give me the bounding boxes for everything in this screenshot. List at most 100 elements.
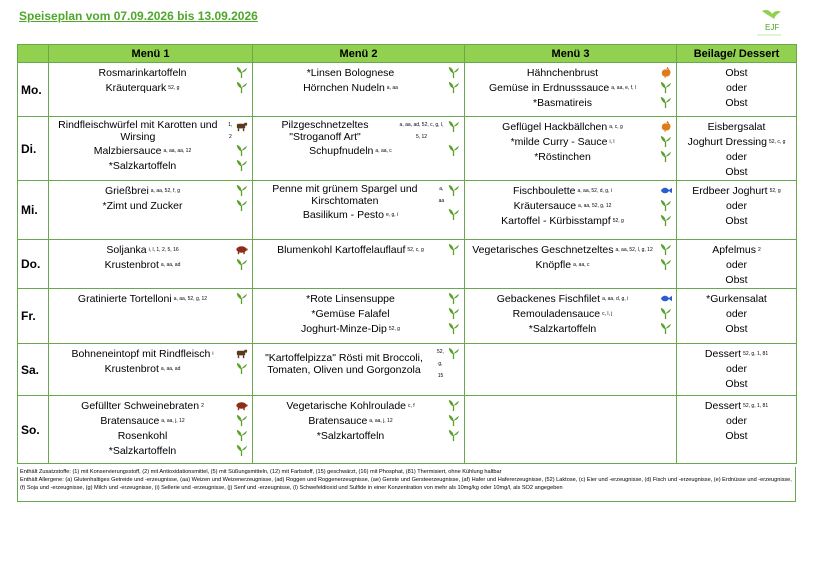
allergen-codes: i xyxy=(212,350,214,357)
dish-line: *Salzkartoffeln xyxy=(51,158,250,173)
vegetarian-leaf-icon xyxy=(660,150,672,163)
dish-name: Gemüse in Erdnusssauce xyxy=(489,81,610,94)
allergen-codes: a, aa, d, g, i xyxy=(602,295,629,302)
side-line: oder xyxy=(679,306,794,321)
menu-cell-m3 xyxy=(464,395,677,464)
dish-name: Pilzgeschnetzeltes "Stroganoff Art" xyxy=(281,119,369,143)
dish-line: "Kartoffelpizza" Rösti mit Broccoli, Tom… xyxy=(255,346,462,382)
allergen-codes: a, aa, ad xyxy=(160,261,181,268)
dish-name: *Linsen Bolognese xyxy=(306,66,395,79)
vegetarian-leaf-icon xyxy=(448,347,460,360)
side-line: Obst xyxy=(679,65,794,80)
dish-line: Rosmarinkartoffeln xyxy=(51,65,250,80)
menu-cell-m1: Rindfleischwürfel mit Karotten und Wirsi… xyxy=(48,116,253,181)
pork-pig-icon xyxy=(236,402,248,411)
vegetarian-leaf-icon xyxy=(660,199,672,212)
chicken-icon xyxy=(661,120,671,133)
dish-name: Krustenbrot xyxy=(104,258,159,271)
side-name: Joghurt Dressing xyxy=(687,135,767,148)
menu-cell-m3 xyxy=(464,343,677,396)
allergen-codes: a, c, g xyxy=(609,123,623,130)
dish-name: Kräuterquark xyxy=(105,81,167,94)
dish-name: *milde Curry - Sauce xyxy=(510,135,608,148)
dish-line: Pilzgeschnetzeltes "Stroganoff Art"a, aa… xyxy=(255,119,462,143)
side-name: Eisbergsalat xyxy=(707,120,766,133)
dish-name: Penne mit grünem Spargel und Kirschtomat… xyxy=(272,183,418,207)
dish-name: *Basmatireis xyxy=(533,96,592,109)
dish-name: Gefüllter Schweinebraten xyxy=(81,399,200,412)
allergen-codes: a, aa, ad xyxy=(160,365,181,372)
vegetarian-leaf-icon xyxy=(236,444,248,457)
dish-name: Kartoffel - Kürbisstampf xyxy=(501,214,611,227)
dish-name: Kräutersauce xyxy=(513,199,577,212)
dish-name: Rosmarinkartoffeln xyxy=(98,66,187,79)
dish-line: *Rote Linsensuppe xyxy=(255,291,462,306)
dish-name: Bohneneintopf mit Rindfleisch xyxy=(71,347,211,360)
side-line: oder xyxy=(679,257,794,272)
header-side: Beilage/ Dessert xyxy=(676,44,797,63)
dish-name: *Salzkartoffeln xyxy=(528,322,597,335)
dish-line: Rindfleischwürfel mit Karotten und Wirsi… xyxy=(51,119,250,143)
beef-cow-icon xyxy=(236,349,248,359)
menu-table: Menü 1 Menü 2 Menü 3 Beilage/ Dessert Mo… xyxy=(17,44,797,464)
side-line: oder xyxy=(679,149,794,164)
menu-cell-m2: "Kartoffelpizza" Rösti mit Broccoli, Tom… xyxy=(252,343,465,396)
vegetarian-leaf-icon xyxy=(236,292,248,305)
side-name: Dessert xyxy=(704,399,742,412)
allergen-codes: a, aa, 52, g, 12 xyxy=(173,295,208,302)
side-name: Obst xyxy=(725,214,748,227)
dish-line: Penne mit grünem Spargel und Kirschtomat… xyxy=(255,183,462,207)
allergen-codes: a, aa, c xyxy=(573,261,590,268)
menu-cell-m2: Pilzgeschnetzeltes "Stroganoff Art"a, aa… xyxy=(252,116,465,181)
day-label: Do. xyxy=(17,239,49,289)
vegetarian-leaf-icon xyxy=(448,322,460,335)
vegetarian-leaf-icon xyxy=(660,135,672,148)
side-name: Obst xyxy=(725,96,748,109)
vegetarian-leaf-icon xyxy=(448,429,460,442)
side-name: Obst xyxy=(725,377,748,390)
allergen-codes: 52, g, 15 xyxy=(437,349,444,379)
dish-line: *Röstinchen xyxy=(467,149,674,164)
side-name: Obst xyxy=(725,66,748,79)
dish-line: *Gemüse Falafel xyxy=(255,306,462,321)
allergen-codes: 52, g xyxy=(168,84,180,91)
dish-name: *Salzkartoffeln xyxy=(108,444,177,457)
logo-text: EJF xyxy=(765,23,779,32)
side-line: oder xyxy=(679,413,794,428)
allergen-codes: 52, c, g xyxy=(768,138,786,145)
footnote-additives: Enthält Zusatzstoffe: (1) mit Konservier… xyxy=(20,469,502,475)
dish-name: Bratensauce xyxy=(308,414,368,427)
allergen-codes: 52, c, g xyxy=(407,246,424,253)
dish-name: *Rote Linsensuppe xyxy=(306,292,395,305)
allergen-codes: a, aa, j, 12 xyxy=(369,417,393,424)
dish-name: Vegetarisches Geschnetzeltes xyxy=(472,243,614,256)
header-menu3: Menü 3 xyxy=(464,44,677,63)
header-menu1: Menü 1 xyxy=(48,44,253,63)
side-line: *Gurkensalat xyxy=(679,291,794,306)
vegetarian-leaf-icon xyxy=(448,414,460,427)
side-name: Dessert xyxy=(704,347,742,360)
dish-name: Rosenkohl xyxy=(117,429,168,442)
